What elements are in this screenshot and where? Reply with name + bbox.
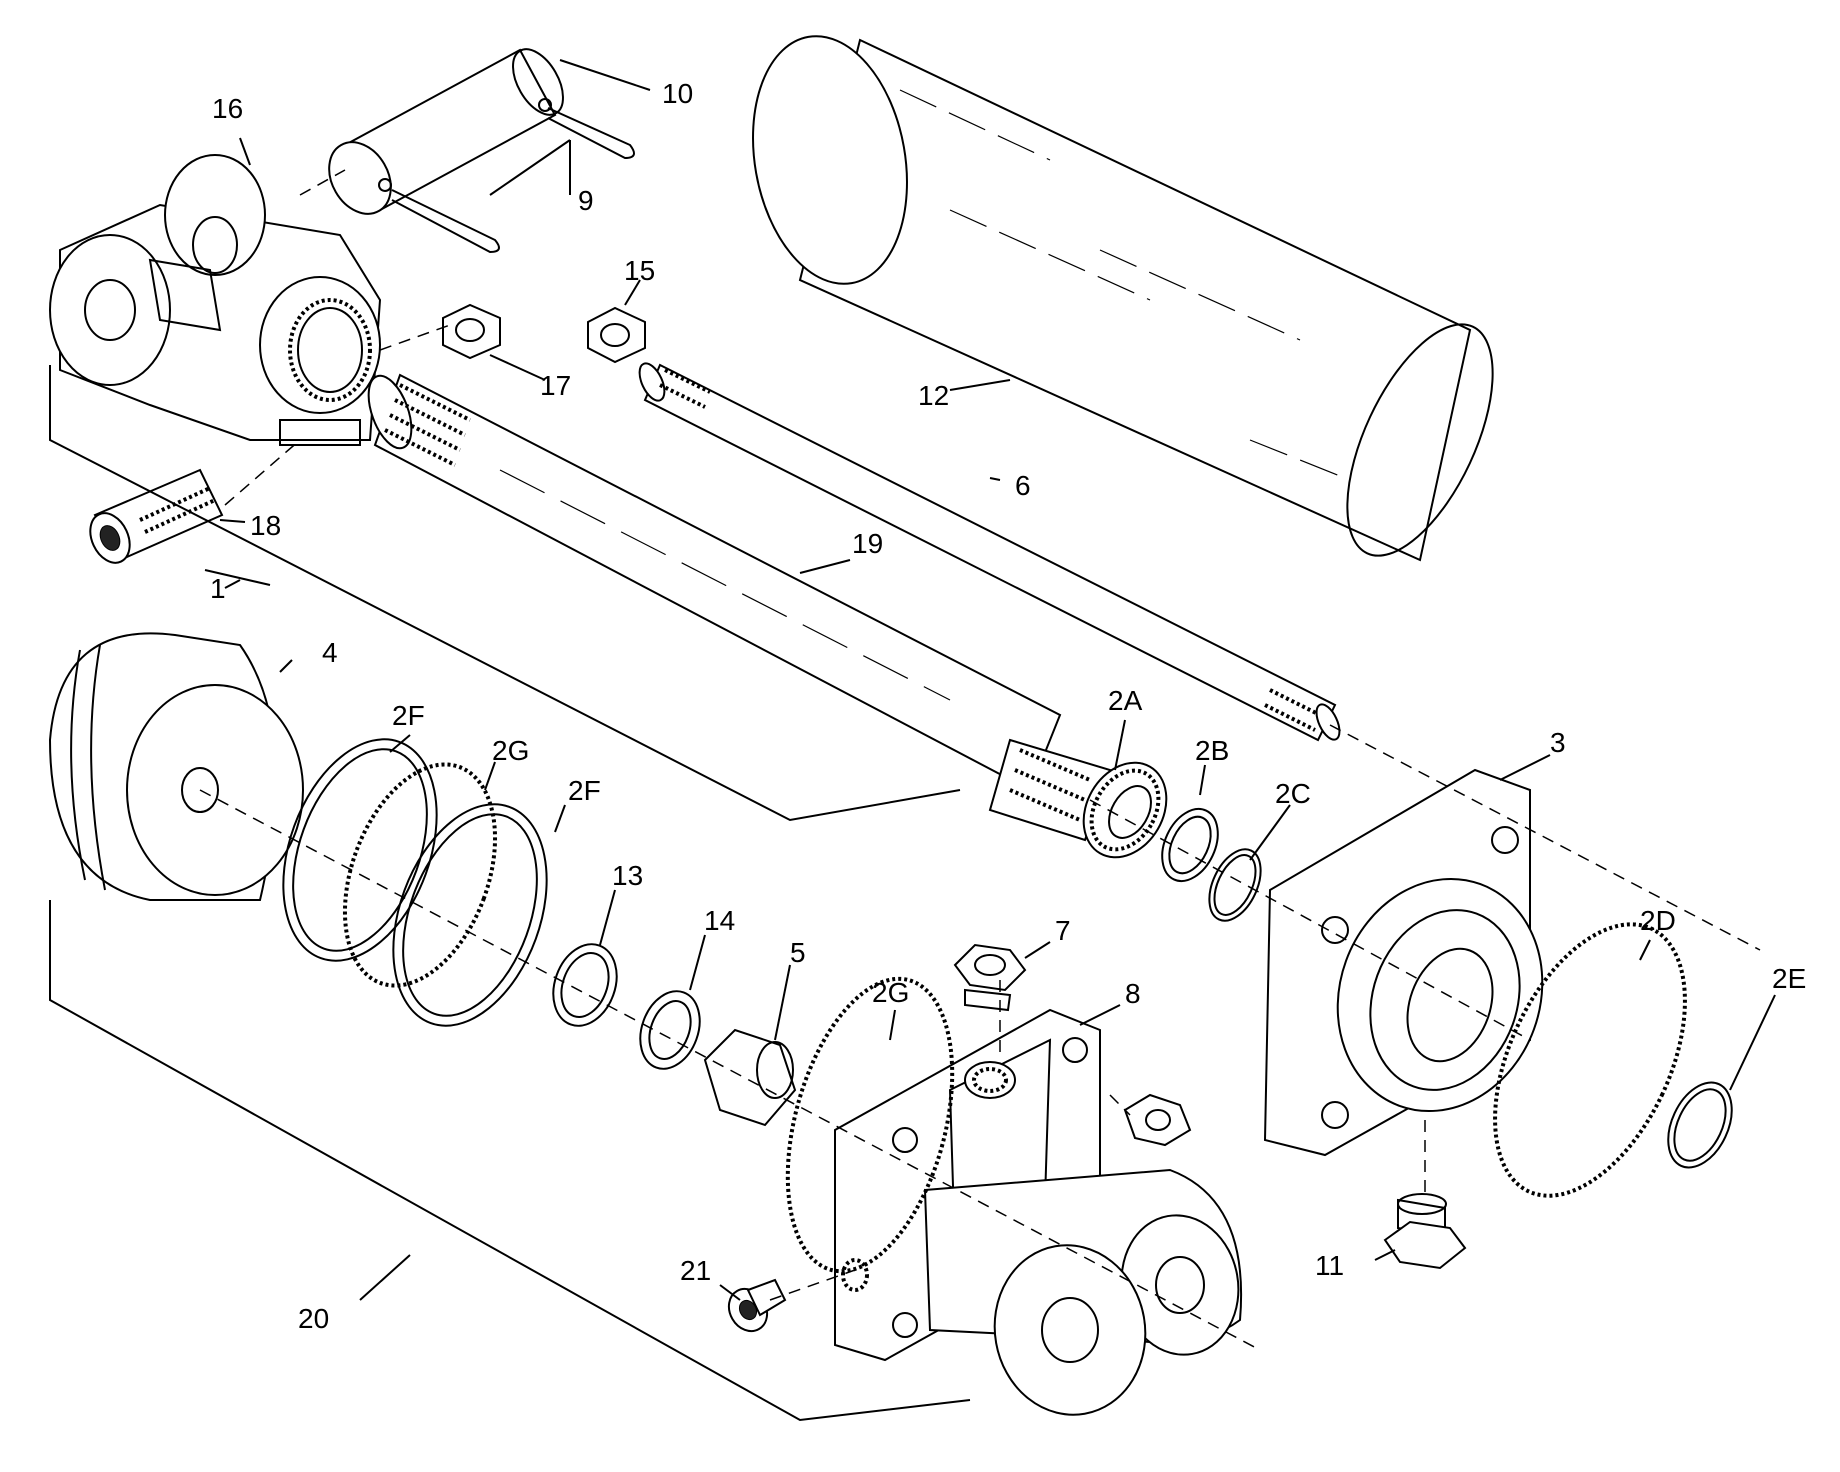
part-2A-rod-seal [1082,761,1168,859]
callout-16: 16 [212,93,243,124]
callout-2A: 2A [1108,685,1143,716]
part-2F-seal-ring-a [282,738,438,962]
callout-labels: 16 10 9 15 17 12 18 6 19 1 4 2F 2G 2F 2A… [210,78,1806,1334]
part-2E-ring [1667,1081,1733,1169]
part-2G-o-ring-b [785,976,955,1274]
callout-18: 18 [250,510,281,541]
part-21-plug [727,1278,787,1333]
callout-7: 7 [1055,915,1071,946]
callout-15: 15 [624,255,655,286]
part-3-head-cap [1263,768,1544,1157]
callout-19: 19 [852,528,883,559]
callout-4: 4 [322,637,338,668]
callout-10: 10 [662,78,693,109]
part-2F-seal-ring-b [392,803,548,1027]
callout-8: 8 [1125,978,1141,1009]
part-5-hex-nut [703,1028,797,1127]
part-8-base-cap [834,1008,1243,1416]
callout-2E: 2E [1772,963,1806,994]
callout-1: 1 [210,573,226,604]
callout-6: 6 [1015,470,1031,501]
callout-2B: 2B [1195,735,1229,766]
callout-3: 3 [1550,727,1566,758]
part-12-cylinder-tube [752,35,1494,562]
tie-rod-nut [1123,1093,1192,1147]
part-7-fitting [953,943,1027,1012]
callout-20: 20 [298,1303,329,1334]
part-2D-o-ring [1493,922,1687,1198]
callout-2F-b: 2F [568,775,601,806]
callout-2F-a: 2F [392,700,425,731]
callout-2C: 2C [1275,778,1311,809]
part-17-nut [442,303,501,360]
part-16-clevis [49,154,382,446]
part-19-piston-rod [367,373,1112,842]
part-15-nut [587,306,646,364]
part-2G-o-ring-a [342,762,498,988]
callout-2G-b: 2G [872,977,909,1008]
callout-14: 14 [704,905,735,936]
part-11-fitting [1383,1193,1467,1270]
callout-9: 9 [578,185,594,216]
callout-5: 5 [790,937,806,968]
part-2C-ring [1208,848,1262,922]
callout-12: 12 [918,380,949,411]
callout-13: 13 [612,860,643,891]
callout-2G-a: 2G [492,735,529,766]
part-2B-ring [1161,807,1219,883]
callout-17: 17 [540,370,571,401]
part-6-tie-rod [638,362,1341,742]
callout-2D: 2D [1640,905,1676,936]
leader-lines [204,59,1776,1301]
assembly-group-20-bracket [49,900,971,1422]
callout-11: 11 [1315,1250,1344,1281]
assembly-group-1-bracket [49,365,961,822]
part-18-socket-screw [89,468,224,564]
part-4-piston [48,632,304,901]
part-10-pin [328,48,564,215]
callout-21: 21 [680,1255,711,1286]
assembly-axis-lines [199,169,1761,1351]
part-14-washer [639,990,701,1070]
part-9-cotter-pins [391,107,635,254]
part-13-washer [552,943,618,1027]
